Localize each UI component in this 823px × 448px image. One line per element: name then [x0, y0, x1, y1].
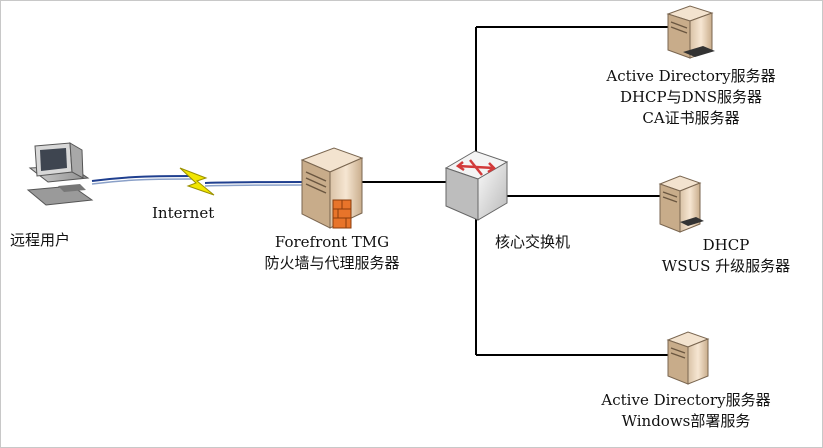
server-top-label-line-2: DHCP与DNS服务器	[619, 88, 763, 106]
server-mid-label-line-1: DHCP	[702, 236, 750, 254]
server-top-label: Active Directory服务器 DHCP与DNS服务器 CA证书服务器	[573, 66, 809, 129]
server-top-label-line-1: Active Directory服务器	[606, 67, 776, 85]
firewall-label-line-2: 防火墙与代理服务器	[264, 254, 400, 272]
firewall-label-line-1: Forefront TMG	[274, 233, 390, 251]
server-mid-icon	[658, 175, 704, 233]
pc-icon	[26, 142, 94, 206]
server-bottom-icon	[666, 331, 710, 385]
remote-user-label: 远程用户	[10, 231, 71, 249]
core-switch-icon	[444, 150, 509, 221]
connection-lines	[360, 26, 668, 356]
server-top-label-line-3: CA证书服务器	[642, 109, 740, 127]
server-bottom-label-line-1: Active Directory服务器	[601, 391, 771, 409]
server-bottom-label: Active Directory服务器 Windows部署服务	[566, 390, 806, 432]
lightning-bolt-icon	[179, 167, 215, 196]
server-bottom-label-line-2: Windows部署服务	[621, 412, 751, 430]
internet-label: Internet	[152, 204, 215, 222]
internet-link	[91, 167, 304, 196]
firewall-label: Forefront TMG 防火墙与代理服务器	[232, 232, 432, 274]
firewall-brick-icon	[332, 199, 352, 229]
switch-arrows-icon	[455, 159, 496, 176]
firewall-server-icon	[300, 147, 364, 229]
server-top-icon	[666, 5, 715, 59]
server-mid-label-line-2: WSUS 升级服务器	[661, 257, 791, 275]
core-switch-label: 核心交换机	[495, 233, 571, 251]
server-mid-label: DHCP WSUS 升级服务器	[636, 235, 816, 277]
